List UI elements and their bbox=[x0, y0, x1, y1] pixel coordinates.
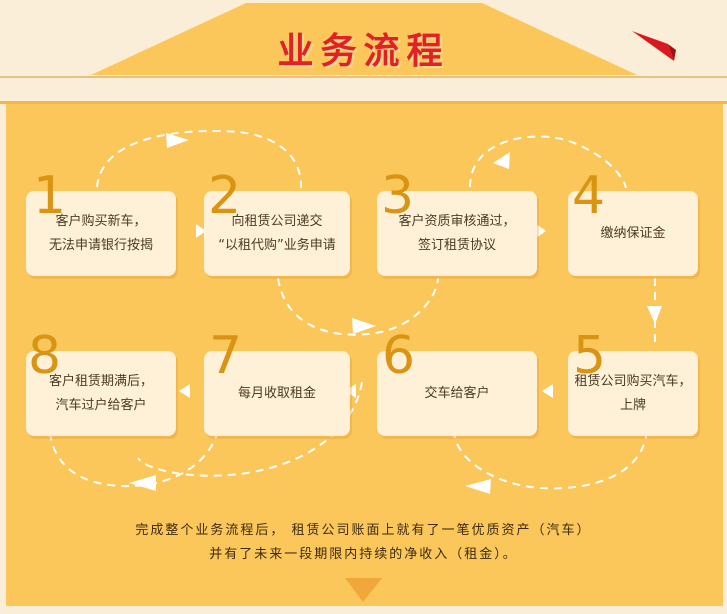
arrow-left-7 bbox=[345, 384, 356, 398]
arrow-left-6 bbox=[542, 384, 553, 398]
step-8-line-1: 客户租赁期满后， bbox=[48, 374, 153, 389]
step-5-line-2: 上牌 bbox=[619, 398, 646, 413]
step-number-2: 2 bbox=[208, 166, 242, 226]
step-number-1: 1 bbox=[33, 166, 67, 226]
arrow-up-loop-3 bbox=[493, 152, 510, 169]
step-3-line-1: 客户资质审核通过， bbox=[398, 214, 516, 229]
step-card-8: 客户租赁期满后， 汽车过户给客户 bbox=[26, 351, 176, 436]
step-number-4: 4 bbox=[572, 166, 606, 226]
arrow-left-9 bbox=[179, 384, 190, 398]
step-4-line-1: 缴纳保证金 bbox=[600, 226, 666, 241]
step-card-6: 交车给客户 bbox=[377, 351, 537, 436]
step-2-line-1: 向租赁公司递交 bbox=[231, 214, 323, 229]
arrow-left-5 bbox=[465, 479, 491, 494]
arrow-down-4-5 bbox=[647, 306, 662, 324]
step-card-4: 缴纳保证金 bbox=[568, 191, 698, 276]
top-divider bbox=[0, 76, 727, 78]
step-number-5: 5 bbox=[573, 326, 607, 386]
step-card-2: 向租赁公司递交 “以租代购”业务申请 bbox=[204, 191, 350, 276]
red-ribbon bbox=[632, 31, 674, 61]
bottom-arrow bbox=[345, 578, 382, 602]
step-2-line-2: “以租代购”业务申请 bbox=[218, 238, 336, 253]
step-5-line-1: 租赁公司购买汽车， bbox=[574, 374, 692, 389]
process-arrows bbox=[129, 133, 662, 494]
loop-top-3 bbox=[469, 135, 627, 189]
arrow-right-3 bbox=[352, 318, 376, 334]
step-card-3: 客户资质审核通过， 签订租赁协议 bbox=[377, 191, 537, 276]
step-7-line-1: 每月收取租金 bbox=[237, 386, 316, 401]
step-card-7: 每月收取租金 bbox=[204, 351, 350, 436]
page-title: 业务流程 bbox=[277, 31, 450, 72]
step-number-6: 6 bbox=[382, 326, 416, 386]
arrow-right-2 bbox=[196, 224, 206, 238]
step-8-line-2: 汽车过户给客户 bbox=[55, 398, 147, 413]
loop-bottom-2 bbox=[277, 277, 439, 336]
red-ribbon-shadow bbox=[668, 44, 676, 61]
loop-top-1 bbox=[96, 129, 303, 189]
step-number-7: 7 bbox=[209, 326, 243, 386]
title-banner bbox=[91, 3, 637, 75]
panel-top-border bbox=[0, 101, 727, 104]
step-1-line-2: 无法申请银行按揭 bbox=[48, 238, 153, 253]
step-card-5: 租赁公司购买汽车， 上牌 bbox=[568, 351, 698, 436]
step-number-8: 8 bbox=[28, 326, 62, 386]
footer-line-2: 并有了未来一段期限内持续的净收入（租金）。 bbox=[209, 547, 518, 562]
step-card-1: 客户购买新车， 无法申请银行按揭 bbox=[26, 191, 176, 276]
step-number-3: 3 bbox=[381, 166, 415, 226]
loop-bottom-5 bbox=[453, 430, 648, 490]
arrow-right-1 bbox=[166, 133, 189, 148]
step-6-line-1: 交车给客户 bbox=[424, 386, 490, 401]
step-1-line-1: 客户购买新车， bbox=[55, 214, 147, 229]
loop-bottom-7 bbox=[49, 430, 219, 488]
step-3-line-2: 签订租赁协议 bbox=[417, 238, 496, 253]
arrow-right-4 bbox=[536, 224, 546, 238]
loop-bottom-6 bbox=[137, 381, 363, 477]
footer-line-1: 完成整个业务流程后， 租赁公司账面上就有了一笔优质资产（汽车） bbox=[135, 523, 592, 538]
arrow-left-8 bbox=[129, 475, 156, 491]
